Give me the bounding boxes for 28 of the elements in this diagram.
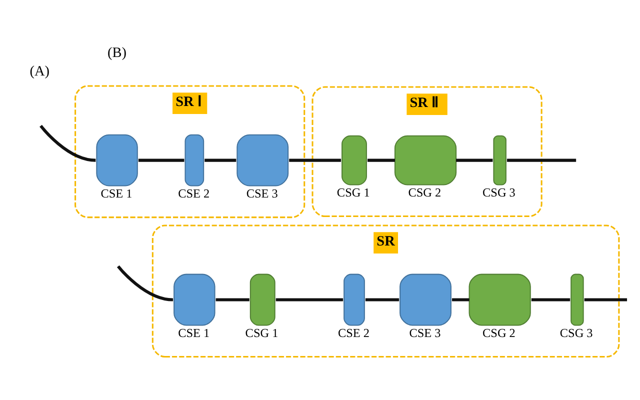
connector bbox=[40, 124, 96, 162]
connector bbox=[367, 158, 395, 162]
node-label: CSE 2 bbox=[338, 326, 370, 340]
node-label: CSE 2 bbox=[178, 186, 210, 201]
connector bbox=[506, 158, 576, 162]
node-label: CSG 1 bbox=[336, 186, 370, 200]
node-label: CSG 2 bbox=[408, 186, 442, 200]
label: (B) bbox=[108, 45, 127, 62]
connector bbox=[456, 158, 493, 162]
node-label: CSG 2 bbox=[482, 326, 516, 340]
connector bbox=[216, 298, 250, 302]
node-label: CSE 3 bbox=[246, 186, 278, 201]
connector bbox=[452, 298, 470, 302]
connector bbox=[365, 298, 400, 302]
connector bbox=[116, 265, 174, 302]
connector bbox=[289, 158, 342, 162]
connector bbox=[276, 298, 344, 302]
connector bbox=[204, 158, 236, 162]
connector bbox=[531, 298, 570, 302]
node-label: CSE 1 bbox=[178, 326, 210, 340]
label: (A) bbox=[30, 63, 50, 80]
node-label: CSG 3 bbox=[482, 186, 516, 200]
node-label: CSE 1 bbox=[100, 186, 132, 201]
connector bbox=[584, 298, 628, 302]
node-label: CSE 3 bbox=[409, 326, 441, 340]
node-label: CSG 1 bbox=[245, 326, 278, 340]
node-label: CSG 3 bbox=[560, 326, 593, 340]
connector bbox=[138, 158, 184, 162]
